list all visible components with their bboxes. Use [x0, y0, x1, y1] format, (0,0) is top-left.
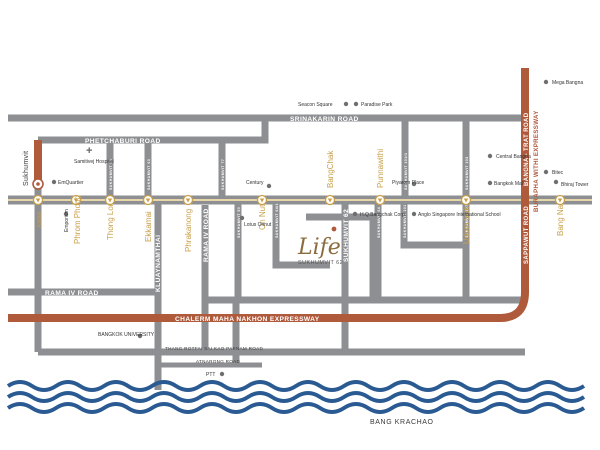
soi55-label: SUKHUMVIT 55 [109, 159, 113, 190]
poi-dot-piyarom [411, 181, 417, 187]
poi-piyarom-place: Piyarom Place [392, 180, 424, 186]
kluaynamthai-label: KLUAYNAMTHAI [155, 235, 162, 292]
project-logo: Life [297, 235, 341, 260]
poi-ptt: PTT [206, 372, 215, 378]
poi-dot-bangkok-university [137, 333, 143, 339]
poi-dot-bhiraj [553, 179, 559, 185]
poi-dot-paradise [353, 101, 359, 107]
rama4-vertical-label: RAMA IV ROAD [203, 208, 210, 262]
project-life-sukhumvit-62[interactable]: Life SUKHUMVIT 62 [297, 226, 343, 266]
station-marker-punnawithi[interactable] [374, 194, 386, 206]
gray-road-network [8, 114, 525, 390]
soi101-label: SUKHUMVIT 101/1 [404, 153, 408, 190]
river-wave-3 [6, 402, 586, 414]
station-marker-thong-lor[interactable] [104, 194, 116, 206]
atnarong-road-label: ATNARONG ROAD [196, 359, 241, 364]
station-label-bang-na: Bang Na [556, 204, 565, 236]
poi-bangkok-mall: Bangkok Mall [494, 181, 524, 187]
poi-dot-bangkok-mall [487, 180, 493, 186]
poi-emporium: Emporium [64, 209, 70, 232]
expressways [8, 68, 529, 322]
river-wave-2 [6, 391, 586, 403]
hospital-cross-icon: + [86, 145, 92, 157]
chalerm-maha-nakhon-expressway [8, 68, 529, 322]
sapphawut-road-label: SAPPAWUT ROAD [524, 206, 530, 264]
station-marker-phrakanong[interactable] [182, 194, 194, 206]
soi77-label: SUKHUMVIT 77 [221, 159, 225, 190]
thang-rotfai-road-label: THANG ROTFAI SAI KAO PAKNAM ROAD [165, 346, 263, 351]
station-marker-bangchak[interactable] [324, 194, 336, 206]
poi-samitivej-hospital: Samitivej Hospital [74, 159, 114, 165]
soi64-label: SUKHUMVIT 64/1 [275, 203, 279, 238]
station-marker-udom-suk[interactable] [460, 194, 472, 206]
chao-phraya-river [6, 380, 586, 414]
phetchaburi-road-label: PHETCHABURI ROAD [85, 138, 161, 145]
project-location-dot [331, 226, 337, 232]
poi-dot-emporium [63, 211, 69, 217]
poi-seacon-square: Seacon Square [298, 102, 333, 108]
srinakarin-road-label: SRINAKARIN ROAD [290, 116, 359, 123]
station-label-punnawithi: Punnawithi [376, 149, 385, 188]
soi62-loop [306, 213, 377, 300]
station-marker-phrom-phong[interactable] [70, 194, 82, 206]
sukhumvit62-label: SUKHUMVIT 62 [343, 209, 350, 262]
poi-central-bangna: Central Bangna [496, 154, 531, 160]
poi-dot-emquartier [51, 179, 57, 185]
poi-bangkok-university: BANGKOK UNIVERSITY [98, 332, 155, 338]
poi-paradise-park: Paradise Park [361, 102, 393, 108]
soi63-label: SUKHUMVIT 63 [147, 159, 151, 190]
phetchaburi-road [38, 118, 269, 144]
rama4-road-label: RAMA IV ROAD [45, 290, 99, 297]
station-label-on-nut: On Nut [258, 204, 267, 230]
soi101b-road [400, 200, 470, 249]
poi-lotus-onnut: Lotus Onnut [244, 222, 272, 228]
soi103-label: SUKHUMVIT 103 [465, 156, 469, 190]
soi64b-label: SUKHUMVIT 64 [377, 207, 381, 238]
poi-dot-lotus [239, 215, 245, 221]
bang-krachao-label: BANG KRACHAO [370, 419, 434, 426]
station-label-udom-suk: Udom Suk [462, 206, 471, 244]
station-label-phrakanong: Phrakanong [184, 209, 193, 252]
station-label-thong-lor: Thong Lor [106, 203, 115, 240]
burapha-expressway-label: BURAPHA WITHI EXPRESSWAY [533, 110, 540, 212]
station-label-bangchak: BangChak [326, 150, 335, 188]
project-subtitle: SUKHUMVIT 62 [298, 260, 343, 266]
sukhumvit-vertical-label: Sukhumvit [23, 151, 30, 186]
bts-station-markers [32, 194, 566, 206]
points-of-interest: Seacon Square Paradise Park Mega Bangna … [51, 79, 589, 426]
soi64-road [272, 200, 330, 269]
poi-dot-mega [543, 79, 549, 85]
station-marker-on-nut[interactable] [256, 194, 268, 206]
station-label-ekkamai: Ekkamai [144, 211, 153, 242]
station-label-asok: Asoke [37, 211, 43, 228]
poi-century: Century [246, 180, 264, 186]
poi-dot-anglo [411, 211, 417, 217]
poi-dot-central-bangna [487, 153, 493, 159]
poi-dot-seacon [343, 101, 349, 107]
poi-bhiraj-tower: Bhiraj Tower [561, 182, 589, 188]
station-marker-bang-na[interactable] [554, 194, 566, 206]
station-marker-asok[interactable] [32, 194, 44, 206]
poi-dot-century [266, 183, 272, 189]
poi-dot-hq [352, 211, 358, 217]
poi-anglo-singapore: Anglo Singapore International School [418, 212, 501, 218]
poi-emquartier: EmQuartier [58, 180, 84, 186]
river-wave-1 [6, 380, 586, 392]
poi-mega-bangna: Mega Bangna [552, 80, 583, 86]
sukhumvit-start-marker [32, 178, 44, 190]
soi107-label: SUKHUMVIT 107 [465, 204, 469, 238]
soi50-label: SUKHUMVIT 50 [237, 207, 241, 238]
chalerm-expressway-label: CHALERM MAHA NAKHON EXPRESSWAY [175, 316, 320, 323]
poi-bitec: Bitec [552, 170, 564, 176]
poi-dot-ptt [219, 371, 225, 377]
bangna-trat-road-label: BANGNA - TRAT ROAD [524, 112, 530, 186]
station-label-phrom-phong: Phrom Phong [73, 195, 82, 244]
poi-hq-bangchak: H.Q.Bangchak Corp. [360, 212, 406, 218]
station-marker-ekkamai[interactable] [142, 194, 154, 206]
poi-dot-bitec [543, 169, 549, 175]
soi101b-label: SUKHUMVIT 101 [403, 204, 407, 238]
